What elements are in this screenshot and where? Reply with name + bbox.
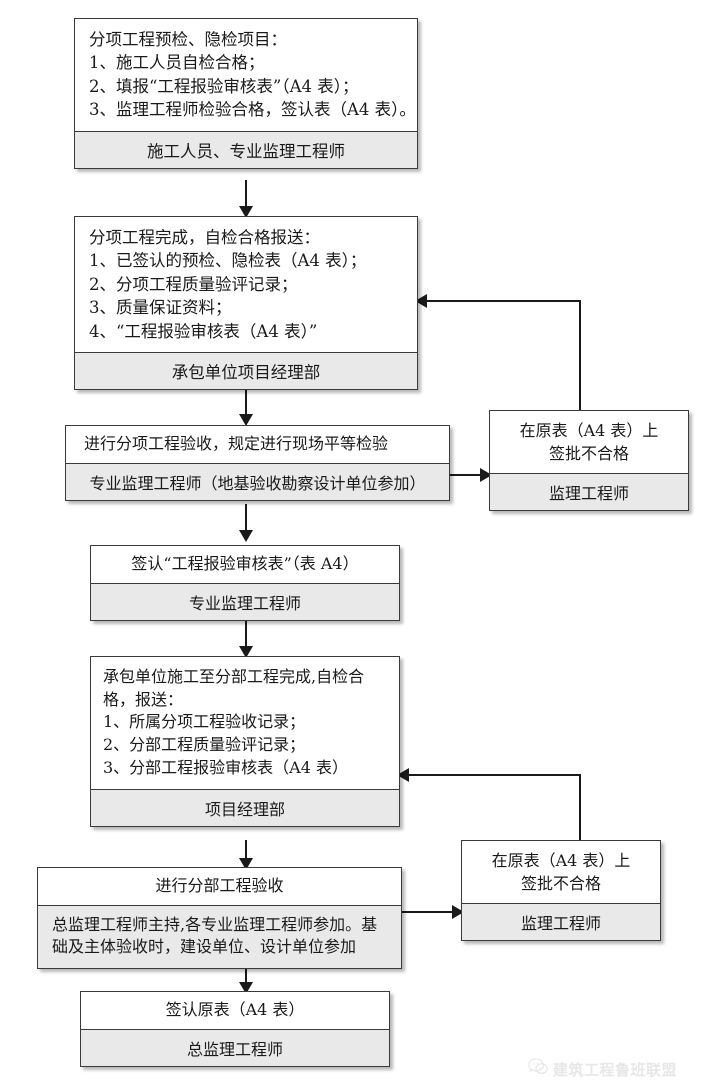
node-2-line-4: 4、“工程报验审核表（A4 表）” <box>89 321 318 341</box>
node-1-line-0: 分项工程预检、隐检项目： <box>89 30 287 49</box>
node-5-body: 承包单位施工至分部工程完成,自检合 格，报送： 1、所属分项工程验收记录； 2、… <box>91 657 399 789</box>
node-3-role: 专业监理工程师（地基验收勘察设计单位参加） <box>66 462 449 500</box>
connector-n6-r2 <box>402 911 464 913</box>
node-2-role: 承包单位项目经理部 <box>75 352 417 390</box>
arrowhead-r2-n5 <box>397 768 409 782</box>
node-reject-stamp-2: 在原表（A4 表）上 签批不合格 监理工程师 <box>461 840 661 942</box>
connector-r2-to-n5 <box>400 774 580 776</box>
node-reject-stamp-1: 在原表（A4 表）上 签批不合格 监理工程师 <box>489 410 689 512</box>
node-1-line-3: 3、监理工程师检验合格，签认表（A4 表）。 <box>89 100 416 120</box>
node-5-line-4: 3、分部工程报验审核表（A4 表） <box>103 757 349 777</box>
connector-n3-n4 <box>245 504 247 536</box>
node-1-line-1: 1、施工人员自检合格； <box>89 53 265 73</box>
node-5-role: 项目经理部 <box>91 788 399 826</box>
wechat-icon <box>528 1058 548 1080</box>
node-2-body: 分项工程完成，自检合格报送： 1、已签认的预检、隐检表（A4 表）； 2、分项工… <box>75 217 417 353</box>
node-r2-line-1: 签批不合格 <box>520 873 601 893</box>
node-2-line-3: 3、质量保证资料； <box>89 298 232 318</box>
connector-n5-n6 <box>245 840 247 866</box>
node-7-role: 总监理工程师 <box>81 1028 389 1066</box>
node-3-line-0: 进行分项工程验收，规定进行现场平等检验 <box>84 434 389 453</box>
node-division-complete-report: 承包单位施工至分部工程完成,自检合 格，报送： 1、所属分项工程验收记录； 2、… <box>90 656 400 827</box>
node-5-line-1: 格，报送： <box>103 689 184 709</box>
node-4-body: 签认“工程报验审核表”（表 A4） <box>91 546 399 583</box>
node-r2-line-0: 在原表（A4 表）上 <box>491 851 631 870</box>
node-5-line-2: 1、所属分项工程验收记录； <box>103 712 306 732</box>
watermark: 建筑工程鲁班联盟 <box>528 1058 677 1080</box>
connector-n2-n3 <box>245 390 247 420</box>
node-division-acceptance: 进行分部工程验收 总监理工程师主持,各专业监理工程师参加。基 础及主体验收时，建… <box>37 867 402 970</box>
node-r2-role: 监理工程师 <box>462 903 660 941</box>
connector-n6-n7 <box>245 964 247 990</box>
node-2-line-1: 1、已签认的预检、隐检表（A4 表）； <box>89 251 367 271</box>
node-2-line-0: 分项工程完成，自检合格报送： <box>89 228 320 247</box>
node-5-line-3: 2、分部工程质量验评记录； <box>103 735 306 755</box>
connector-r2-up <box>579 774 581 840</box>
node-r1-line-1: 签批不合格 <box>548 443 629 463</box>
node-1-role: 施工人员、专业监理工程师 <box>75 130 417 168</box>
node-7-body: 签认原表（A4 表） <box>81 992 389 1029</box>
node-r1-role: 监理工程师 <box>490 473 688 511</box>
node-subitem-complete-report: 分项工程完成，自检合格报送： 1、已签认的预检、隐检表（A4 表）； 2、分项工… <box>74 216 418 391</box>
connector-n1-n2 <box>245 180 247 212</box>
arrowhead-n2-n3 <box>239 414 253 426</box>
node-1-line-2: 2、填报“工程报验审核表”（A4 表）； <box>89 76 359 96</box>
arrowhead-n1-n2 <box>239 206 253 218</box>
node-1-body: 分项工程预检、隐检项目： 1、施工人员自检合格； 2、填报“工程报验审核表”（A… <box>75 19 417 131</box>
connector-n4-n5 <box>245 620 247 652</box>
node-6-body: 进行分部工程验收 <box>38 868 401 905</box>
node-5-line-0: 承包单位施工至分部工程完成,自检合 <box>103 667 365 686</box>
node-r2-body: 在原表（A4 表）上 签批不合格 <box>462 841 660 904</box>
node-3-body: 进行分项工程验收，规定进行现场平等检验 <box>66 426 449 463</box>
node-r1-body: 在原表（A4 表）上 签批不合格 <box>490 411 688 474</box>
node-4-line-0: 签认“工程报验审核表”（表 A4） <box>131 554 359 573</box>
node-6-line-0: 进行分部工程验收 <box>155 876 284 895</box>
node-6-detail: 总监理工程师主持,各专业监理工程师参加。基 础及主体验收时，建设单位、设计单位参… <box>38 904 401 969</box>
node-4-role: 专业监理工程师 <box>91 582 399 620</box>
node-r1-line-0: 在原表（A4 表）上 <box>519 421 659 440</box>
node-7-line-0: 签认原表（A4 表） <box>165 1000 305 1019</box>
arrowhead-n3-n4 <box>239 530 253 542</box>
connector-n3-r1 <box>450 474 492 476</box>
node-6-detail-line-1: 础及主体验收时，建设单位、设计单位参加 <box>52 937 357 957</box>
watermark-text: 建筑工程鲁班联盟 <box>553 1060 678 1079</box>
node-2-line-2: 2、分项工程质量验评记录； <box>89 274 298 294</box>
node-subitem-preinspection: 分项工程预检、隐检项目： 1、施工人员自检合格； 2、填报“工程报验审核表”（A… <box>74 18 418 169</box>
node-sign-inspection-form: 签认“工程报验审核表”（表 A4） 专业监理工程师 <box>90 545 400 621</box>
node-sign-original-form: 签认原表（A4 表） 总监理工程师 <box>80 991 390 1067</box>
connector-r1-to-n2 <box>418 300 580 302</box>
node-6-detail-line-0: 总监理工程师主持,各专业监理工程师参加。基 <box>52 914 378 934</box>
arrowhead-n4-n5 <box>239 646 253 658</box>
node-subitem-acceptance: 进行分项工程验收，规定进行现场平等检验 专业监理工程师（地基验收勘察设计单位参加… <box>65 425 450 501</box>
arrowhead-r1-n2 <box>415 294 427 308</box>
connector-r1-up <box>579 300 581 410</box>
